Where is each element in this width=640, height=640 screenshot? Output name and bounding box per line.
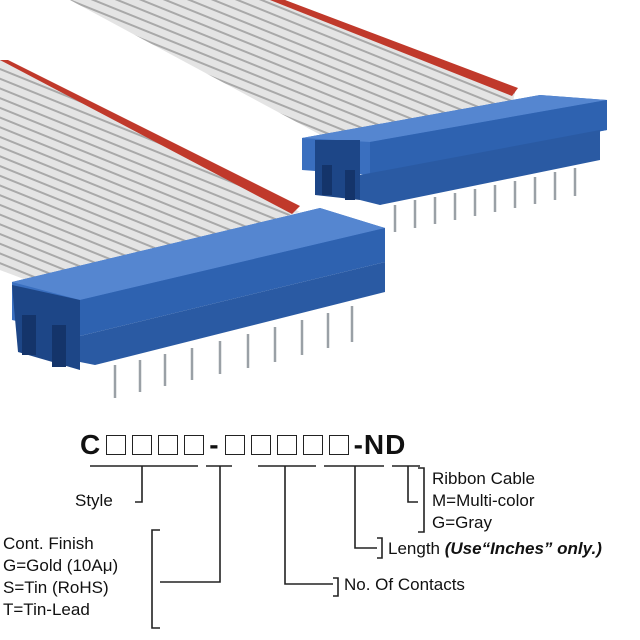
label-finish-tinlead: T=Tin-Lead <box>3 600 90 619</box>
part-prefix: C <box>80 429 102 460</box>
label-length: Length <box>388 539 440 558</box>
label-style: Style <box>75 491 113 510</box>
contacts-box-2 <box>250 435 271 455</box>
style-box-1 <box>106 435 127 455</box>
cable-box <box>328 435 349 455</box>
label-finish-gold: G=Gold (10Aμ) <box>3 556 119 575</box>
finish-box <box>184 435 205 455</box>
label-contacts: No. Of Contacts <box>344 575 465 594</box>
label-ribbon-gray: G=Gray <box>432 513 492 532</box>
style-box-2 <box>132 435 153 455</box>
back-connector <box>302 95 607 232</box>
back-ribbon-cable <box>70 0 518 140</box>
ribbon-cable-illustration <box>0 0 607 398</box>
front-ribbon-cable <box>0 60 300 285</box>
contacts-box-1 <box>224 435 245 455</box>
label-length-note: (Use“Inches” only.) <box>444 539 602 558</box>
front-connector <box>12 208 385 398</box>
label-finish-title: Cont. Finish <box>3 534 94 553</box>
label-ribbon-multi: M=Multi-color <box>432 491 535 510</box>
style-box-3 <box>158 435 179 455</box>
part-suffix: -ND <box>353 429 407 460</box>
length-box-2 <box>302 435 323 455</box>
length-box-1 <box>276 435 297 455</box>
label-length-row: Length (Use“Inches” only.) <box>388 538 602 560</box>
label-finish-tin: S=Tin (RoHS) <box>3 578 109 597</box>
label-ribbon: Ribbon Cable <box>432 469 536 488</box>
part-dash: - <box>209 429 220 460</box>
part-number-template: C - -ND <box>78 428 408 462</box>
